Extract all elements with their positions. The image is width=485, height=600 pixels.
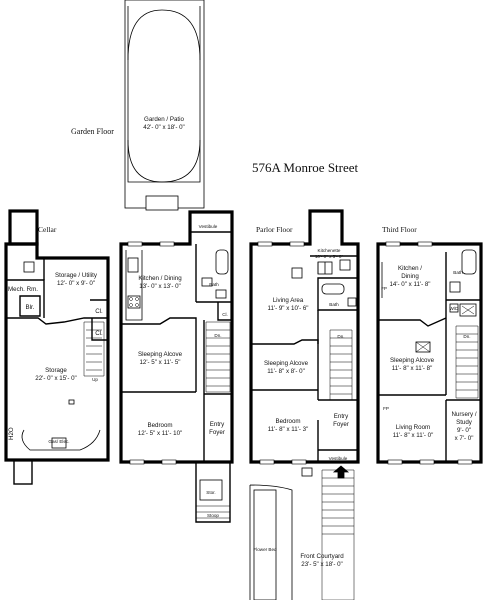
garden-kitchen-dining-dims: 13'- 0" x 13'- 0" bbox=[139, 283, 181, 290]
flower-bed-label: Flower Bed bbox=[253, 547, 277, 552]
garden-patio-dims: 42'- 0" x 18'- 0" bbox=[143, 124, 185, 131]
garden-bedroom-label: Bedroom bbox=[147, 422, 172, 429]
stoop-label: Stoop bbox=[207, 513, 219, 518]
third-kitchen-label: Kitchen / bbox=[398, 265, 422, 272]
garden-closet-label: Cl. bbox=[222, 312, 228, 317]
garden-vestibule-label: Vestibule bbox=[199, 224, 218, 229]
nursery-study-dims-2: x 7'- 0" bbox=[455, 435, 474, 442]
garden-floor-plan: Vestibule Kitchen / Dining 13'- 0" x 13'… bbox=[119, 210, 234, 523]
parlor-floor-plan: Kitchenette 10'- 0" x 5'- 0" Living Area… bbox=[249, 209, 360, 600]
kitchenette-dims: 10'- 0" x 5'- 0" bbox=[315, 254, 344, 259]
washer-dryer-label: W/D bbox=[450, 306, 460, 311]
parlor-dn-label: Dn. bbox=[337, 334, 344, 339]
gas-elec-label: Gas/ Elec. bbox=[48, 439, 69, 444]
parlor-entry-label: Entry bbox=[334, 413, 349, 420]
third-sleeping-alcove-dims: 11'- 8" x 11'- 8" bbox=[392, 365, 433, 372]
h2o-label: H2O bbox=[8, 427, 15, 440]
cellar-up-label: Up bbox=[92, 377, 98, 382]
garden-entry-label: Entry bbox=[210, 421, 225, 428]
nursery-study-dims-1: 9'- 0" bbox=[457, 427, 471, 434]
parlor-vestibule-label: Vestibule bbox=[329, 456, 348, 461]
parlor-floor-heading: Parlor Floor bbox=[256, 225, 293, 234]
cellar-closet-2-label: Cl. bbox=[95, 330, 103, 337]
storage-dims: 22'- 0" x 15'- 0" bbox=[35, 375, 77, 382]
parlor-bedroom-label: Bedroom bbox=[275, 418, 300, 425]
garden-kitchen-dining-label: Kitchen / Dining bbox=[138, 275, 182, 282]
third-dn-label: Dn. bbox=[463, 334, 470, 339]
parlor-sleeping-alcove-label: Sleeping Alcove bbox=[264, 360, 309, 367]
garden-floor-heading: Garden Floor bbox=[71, 127, 114, 136]
living-area-dims: 11'- 9" x 10'- 6" bbox=[267, 305, 308, 312]
storage-utility-dims: 12'- 0" x 9'- 0" bbox=[57, 280, 95, 287]
parlor-bath-label: Bath bbox=[329, 302, 339, 307]
storage-label: Storage bbox=[45, 367, 67, 374]
garden-bath-label: Bath bbox=[209, 282, 219, 287]
cellar-plan: Storage / Utility 12'- 0" x 9'- 0" Mech.… bbox=[4, 209, 110, 485]
third-fp-1-label: FP bbox=[381, 286, 387, 291]
garden-patio-area: Garden / Patio 42'- 0" x 18'- 0" bbox=[124, 0, 205, 211]
garden-sleeping-alcove-label: Sleeping Alcove bbox=[138, 351, 183, 358]
third-living-room-dims: 11'- 8" x 11'- 0" bbox=[393, 432, 434, 439]
cellar-closet-1-label: Cl. bbox=[95, 308, 103, 315]
third-bath-label: Bath bbox=[453, 270, 463, 275]
living-area-label: Living Area bbox=[273, 297, 304, 304]
garden-bedroom-dims: 12'- 5" x 11'- 10" bbox=[138, 430, 182, 437]
garden-patio-label: Garden / Patio bbox=[144, 116, 184, 123]
storage-utility-label: Storage / Utility bbox=[55, 272, 98, 279]
address-title: 576A Monroe Street bbox=[252, 160, 359, 175]
third-floor-plan: Kitchen / Dining 14'- 0" x 11'- 8" Bath … bbox=[376, 241, 483, 465]
mech-room-label: Mech. Rm. bbox=[8, 286, 38, 293]
study-label: Study bbox=[456, 419, 473, 426]
garden-foyer-label: Foyer bbox=[209, 429, 225, 436]
boiler-label: Blr. bbox=[26, 304, 35, 311]
third-floor-heading: Third Floor bbox=[382, 225, 417, 234]
parlor-foyer-label: Foyer bbox=[333, 421, 349, 428]
front-courtyard-dims: 23'- 5" x 18'- 0" bbox=[301, 561, 343, 568]
cellar-heading: Cellar bbox=[38, 225, 57, 234]
third-kitchen-dining-dims: 14'- 0" x 11'- 8" bbox=[389, 281, 430, 288]
storage-small-label: Stor. bbox=[206, 490, 215, 495]
parlor-sleeping-alcove-dims: 11'- 8" x 8'- 0" bbox=[267, 368, 305, 375]
parlor-bedroom-dims: 11'- 8" x 11'- 3" bbox=[268, 426, 309, 433]
nursery-label: Nursery / bbox=[451, 411, 476, 418]
kitchenette-label: Kitchenette bbox=[318, 248, 341, 253]
third-living-room-label: Living Room bbox=[396, 424, 430, 431]
third-fp-2-label: FP bbox=[383, 406, 389, 411]
third-sleeping-alcove-label: Sleeping Alcove bbox=[390, 357, 435, 364]
garden-sleeping-alcove-dims: 12'- 5" x 11'- 5" bbox=[139, 359, 180, 366]
third-dining-label: Dining bbox=[401, 273, 419, 280]
front-courtyard-label: Front Courtyard bbox=[300, 553, 344, 560]
garden-dn-label: Dn. bbox=[214, 333, 221, 338]
